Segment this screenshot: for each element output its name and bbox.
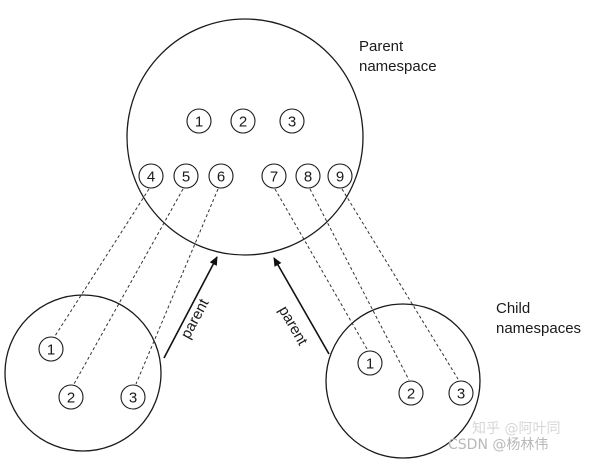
svg-text:3: 3 <box>457 386 465 403</box>
parent-node-7: 7 <box>261 163 287 189</box>
left-child-namespace-circle <box>4 294 162 452</box>
right-child-node-2: 2 <box>398 380 424 406</box>
left-child-node-3: 3 <box>120 384 146 410</box>
mapping-line-8-to-2 <box>309 188 410 381</box>
left-parent-arrow <box>163 256 218 359</box>
right-child-node-1: 1 <box>357 350 383 376</box>
child-namespaces-label-line1: Child <box>496 300 530 317</box>
right-parent-arrow-label: parent <box>275 303 311 349</box>
parent-node-1: 1 <box>186 108 212 134</box>
watermark: CSDN @杨林伟 <box>448 437 548 453</box>
svg-text:7: 7 <box>270 169 278 186</box>
parent-node-5: 5 <box>173 163 199 189</box>
svg-text:1: 1 <box>366 356 374 373</box>
mapping-line-6-to-3 <box>135 188 219 385</box>
svg-text:1: 1 <box>195 114 203 131</box>
parent-namespace-label-line1: Parent <box>359 38 404 55</box>
parent-node-4: 4 <box>138 163 164 189</box>
watermark-faint: 知乎 @阿叶同 <box>472 420 560 437</box>
svg-text:4: 4 <box>147 169 155 186</box>
svg-text:3: 3 <box>288 114 296 131</box>
svg-text:9: 9 <box>336 169 344 186</box>
child-namespaces-label-line2: namespaces <box>496 320 581 337</box>
parent-namespace-circle <box>126 18 364 256</box>
parent-node-8: 8 <box>295 163 321 189</box>
right-child-node-3: 3 <box>448 380 474 406</box>
left-child-node-2: 2 <box>58 384 84 410</box>
left-child-node-1: 1 <box>38 336 64 362</box>
mapping-line-9-to-3 <box>341 188 459 380</box>
svg-text:3: 3 <box>129 390 137 407</box>
right-child-namespace-circle <box>325 303 481 459</box>
svg-text:2: 2 <box>67 390 75 407</box>
parent-node-3: 3 <box>279 108 305 134</box>
svg-text:2: 2 <box>407 386 415 403</box>
parent-namespace-label-line2: namespace <box>359 58 437 75</box>
right-parent-arrow <box>273 257 330 355</box>
svg-text:2: 2 <box>239 114 247 131</box>
left-parent-arrow-label: parent <box>178 295 213 341</box>
svg-text:8: 8 <box>304 169 312 186</box>
svg-text:1: 1 <box>47 342 55 359</box>
mapping-line-5-to-2 <box>73 188 184 385</box>
parent-node-6: 6 <box>208 163 234 189</box>
svg-text:5: 5 <box>182 169 190 186</box>
svg-text:6: 6 <box>217 169 225 186</box>
mapping-line-4-to-1 <box>54 188 150 337</box>
parent-node-9: 9 <box>327 163 353 189</box>
parent-node-2: 2 <box>230 108 256 134</box>
